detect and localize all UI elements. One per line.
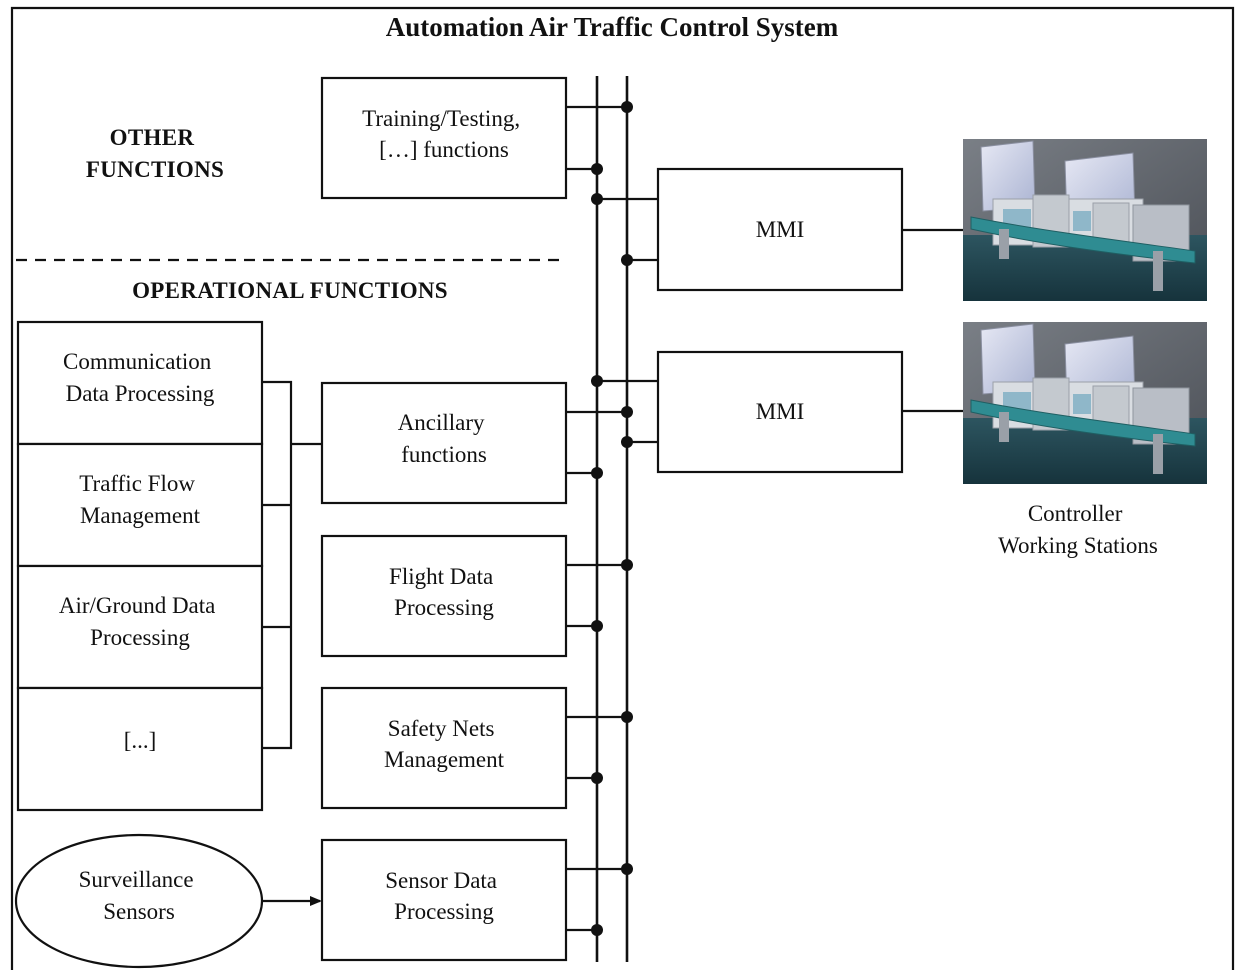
- flight-data-processing-box: [320, 534, 568, 658]
- operational-functions-header: OPERATIONAL FUNCTIONS: [132, 278, 448, 303]
- system-frame: [10, 6, 1235, 970]
- diagram-title: Automation Air Traffic Control System: [386, 12, 839, 42]
- surveillance-sensors-label: Surveillance Sensors: [79, 867, 200, 924]
- safety-nets-management-label: Safety Nets Management: [384, 716, 505, 772]
- sensor-data-processing-box: [320, 838, 568, 962]
- communication-data-processing-label: Communication Data Processing: [63, 349, 217, 406]
- left-stack-bracket: [262, 380, 322, 750]
- workstation-photo-bottom: [962, 321, 1208, 485]
- air-ground-data-processing-label: Air/Ground Data Processing: [59, 593, 221, 650]
- training-testing-box: [320, 76, 568, 200]
- other-functions-header: OTHER FUNCTIONS: [86, 125, 224, 182]
- mmi-box-bottom: [656, 350, 904, 474]
- training-testing-label: Training/Testing, […] functions: [362, 106, 526, 162]
- mmi-box-top: [656, 167, 904, 292]
- other-operational-box: [16, 686, 264, 812]
- sensor-data-processing-label: Sensor Data Processing: [385, 868, 503, 924]
- mmi-label-bottom: MMI: [756, 399, 805, 424]
- mmi-label-top: MMI: [756, 217, 805, 242]
- flight-data-processing-label: Flight Data Processing: [389, 564, 499, 620]
- controller-working-stations-caption: Controller Working Stations: [998, 501, 1158, 558]
- workstation-photo-top: [962, 138, 1208, 302]
- left-function-stack: Communication Data Processing Traffic Fl…: [16, 320, 264, 812]
- traffic-flow-management-label: Traffic Flow Management: [79, 471, 200, 528]
- bus-connections: [566, 105, 658, 932]
- air-ground-data-processing-box: [16, 564, 264, 690]
- bus-junction-dots: [591, 101, 633, 936]
- ancillary-functions-box: [320, 381, 568, 505]
- other-operational-label: [...]: [124, 728, 157, 753]
- communication-data-processing-box: [16, 320, 264, 446]
- ancillary-functions-label: Ancillary functions: [398, 410, 491, 467]
- safety-nets-management-box: [320, 686, 568, 810]
